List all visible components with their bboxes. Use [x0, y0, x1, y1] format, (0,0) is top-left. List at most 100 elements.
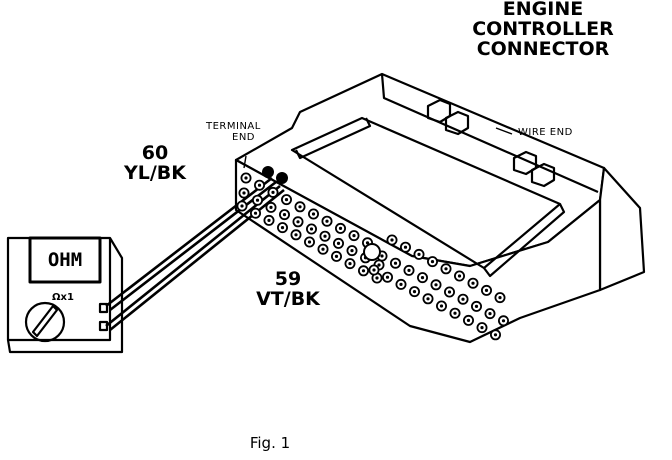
pin-cavity-center — [474, 304, 479, 308]
test-lead-upper-b — [109, 180, 277, 312]
pin-cavity-center — [296, 220, 300, 224]
pin-cavity-center — [430, 260, 435, 264]
pin-cavity-center — [350, 249, 354, 253]
wire-end-tabs — [426, 98, 556, 188]
terminal-end-leader — [243, 155, 247, 169]
pin-cavity-center — [444, 267, 448, 271]
connector-title: ENGINE CONTROLLER CONNECTOR — [448, 0, 638, 60]
pin-cavity-center — [294, 233, 298, 237]
pin-cavity-center — [280, 226, 285, 230]
pin-cavity-center — [488, 312, 492, 316]
pin-cavity-center — [323, 234, 327, 238]
pin-cavity-center — [298, 205, 302, 209]
probed-pin — [262, 166, 274, 178]
connector-rail-bottom — [483, 203, 566, 278]
meter-jack-upper — [98, 302, 109, 314]
pin-cavity-center — [385, 275, 390, 279]
pin-cavity-center — [466, 318, 471, 322]
title-line-2: CONTROLLER — [472, 17, 614, 40]
pin-cavity-center — [311, 212, 316, 216]
pin-cavity-center — [390, 238, 394, 242]
title-line-3: CONNECTOR — [476, 37, 610, 60]
pin-cavity-center — [426, 297, 430, 301]
pin-59-wire-color: VT/BK — [256, 287, 320, 310]
pin-cavity-center — [325, 219, 329, 223]
pin-60-wire-color: YL/BK — [123, 161, 186, 184]
connector-seam — [380, 73, 599, 194]
pin-cavity-center — [434, 283, 438, 287]
pin-cavity-center — [498, 296, 502, 300]
pin-cavity-center — [493, 333, 498, 337]
connector-front-face — [234, 158, 602, 344]
pin-cavity-center — [447, 290, 452, 294]
probed-pin — [276, 172, 288, 184]
pin-59-label: 59 VT/BK — [248, 268, 328, 310]
pin-cavity-center — [282, 213, 287, 217]
terminal-end-label: TERMINAL END — [206, 121, 261, 143]
pin-cavity-center — [403, 245, 408, 249]
connector-pin-cavities — [236, 166, 509, 341]
pin-cavity-center — [338, 226, 343, 230]
pin-cavity-center — [244, 176, 248, 180]
pin-cavity-center — [336, 241, 341, 245]
pin-cavity-center — [361, 269, 366, 273]
pin-59-number: 59 — [274, 268, 302, 290]
title-line-1: ENGINE — [502, 0, 584, 20]
pin-cavity-center — [372, 268, 376, 272]
pin-cavity-center — [420, 276, 425, 280]
test-lead-lower — [105, 184, 281, 328]
pin-cavity-center — [375, 276, 379, 280]
pin-cavity-center — [407, 268, 411, 272]
engine-controller-connector — [234, 72, 646, 344]
pin-60-label: 60 YL/BK — [110, 142, 200, 184]
pin-cavity-center — [457, 274, 462, 278]
pin-cavity-center — [380, 254, 384, 258]
meter-selector-knob — [31, 304, 59, 338]
pin-cavity-center — [471, 281, 475, 285]
wire-end-leader — [495, 127, 513, 135]
pin-cavity-center — [348, 262, 352, 266]
pin-cavity-center — [253, 211, 258, 215]
pin-cavity-center — [501, 319, 506, 323]
pin-cavity-center — [417, 252, 421, 256]
wire-end-label: WIRE END — [518, 127, 573, 138]
connector-right-end — [598, 166, 646, 292]
connector-rail-top — [295, 117, 372, 160]
pin-cavity-center — [412, 290, 417, 294]
pin-cavity-center — [365, 241, 370, 245]
pin-cavity-center — [307, 240, 312, 244]
pin-cavity-center — [480, 326, 484, 330]
meter-display-text: OHM — [47, 249, 83, 271]
pin-cavity-center — [240, 204, 244, 208]
pin-cavity-center — [267, 218, 271, 222]
pin-cavity-center — [461, 297, 465, 301]
pin-cavity-center — [255, 198, 260, 202]
pin-cavity-center — [284, 198, 289, 202]
pin-cavity-center — [393, 261, 398, 265]
pin-cavity-center — [377, 263, 381, 267]
pin-60-number: 60 — [141, 142, 169, 164]
pin-cavity-center — [334, 254, 339, 258]
pin-cavity-center — [269, 205, 273, 209]
pin-cavity-center — [453, 311, 457, 315]
meter-display-frame — [28, 236, 102, 284]
pin-cavity-center — [439, 304, 444, 308]
pin-cavity-center — [242, 191, 246, 195]
meter-selector-dial — [24, 301, 66, 343]
pin-cavity-center — [352, 234, 356, 238]
pin-cavity-center — [271, 190, 275, 194]
pin-cavity-center — [484, 288, 489, 292]
pin-cavity-center — [321, 247, 325, 251]
pin-cavity-center — [399, 282, 403, 286]
ohmmeter — [6, 236, 124, 354]
meter-range-label: Ωx1 — [52, 292, 74, 303]
pin-cavity-center — [257, 183, 262, 187]
figure-caption: Fig. 1 — [249, 434, 291, 452]
connector-key-hole — [363, 243, 381, 261]
terminal-end-line-2: END — [232, 131, 255, 143]
pin-cavity-center — [309, 227, 314, 231]
terminal-end-line-1: TERMINAL — [206, 121, 261, 132]
test-lead-upper — [105, 176, 273, 308]
